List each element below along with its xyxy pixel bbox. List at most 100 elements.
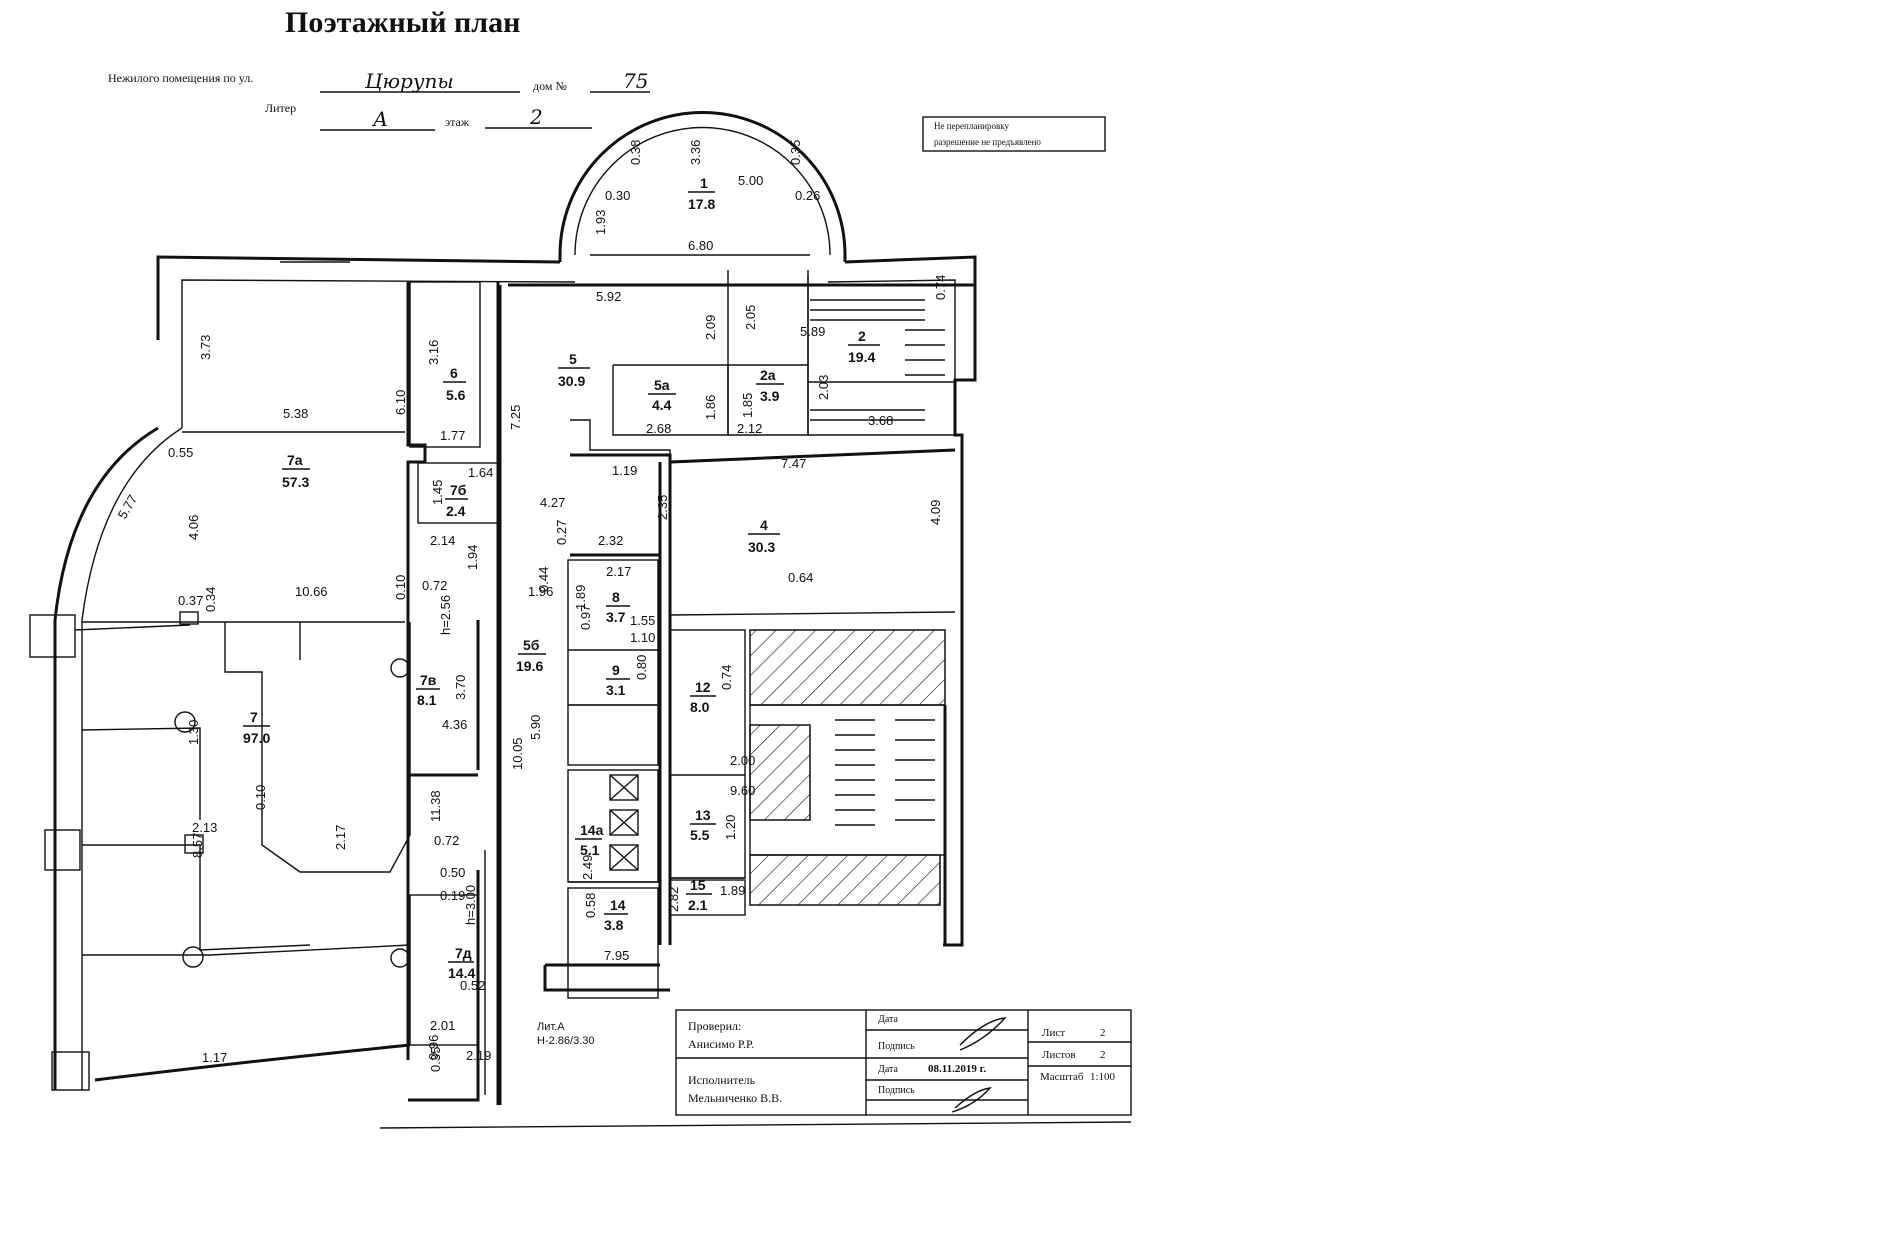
room-12-num: 12 [695, 679, 711, 695]
dimension-label: h=2.56 [438, 595, 453, 635]
stairwell [835, 719, 935, 826]
south-curve-wall [94, 1043, 411, 1082]
street-value: Цюрупы [364, 69, 454, 93]
hatched-block-3 [749, 854, 941, 906]
room-15-num: 15 [690, 877, 706, 893]
room-2a-area: 3.9 [760, 388, 780, 404]
dimension-label: 1.17 [202, 1050, 227, 1065]
dimension-label: 0.72 [434, 833, 459, 848]
dimension-label: 1.93 [593, 210, 608, 235]
liter-value: А [371, 107, 388, 131]
dimension-label: 2.03 [816, 375, 831, 400]
dimension-label: 0.38 [628, 140, 643, 165]
room-5a-num: 5а [654, 377, 670, 393]
room-5b-area: 19.6 [516, 658, 543, 674]
dimension-label: 2.68 [646, 421, 671, 436]
dimension-label: 6.10 [393, 390, 408, 415]
dimension-label: 10.66 [295, 584, 328, 599]
dimension-label: 0.35 [428, 1047, 443, 1072]
room-7-area: 97.0 [243, 730, 270, 746]
dimension-label: 2.05 [743, 305, 758, 330]
room-7b-area: 2.4 [446, 503, 466, 519]
hatched-block-1 [749, 629, 946, 706]
dimension-label: 8.57 [190, 833, 205, 858]
dimension-label: 1.10 [630, 630, 655, 645]
room-2-area: 19.4 [848, 349, 875, 365]
dimension-label: 1.89 [720, 883, 745, 898]
stamp-checked-name: Анисимо Р.Р. [688, 1037, 754, 1051]
room-4-area: 30.3 [748, 539, 775, 555]
dimension-label: 1.89 [573, 585, 588, 610]
dimension-label: 0.55 [168, 445, 193, 460]
note-box [922, 116, 1106, 152]
bay-wall [558, 111, 847, 256]
dimension-label: 4.36 [442, 717, 467, 732]
liter-label: Литер [265, 101, 296, 115]
room-7v-num: 7в [420, 672, 437, 688]
dimension-label: 0.72 [422, 578, 447, 593]
dimension-label: 2.35 [655, 495, 670, 520]
dimension-label: 6.80 [688, 238, 713, 253]
dimension-label: 2.09 [703, 315, 718, 340]
dimension-label: 3.70 [453, 675, 468, 700]
room-14a-area: 5.1 [580, 842, 600, 858]
stamp-scale-label: Масштаб [1040, 1071, 1084, 1083]
house-value: 75 [623, 69, 648, 93]
signature-1 [959, 1017, 1007, 1051]
room-5a-area: 4.4 [652, 397, 672, 413]
dimension-label: 1.45 [430, 480, 445, 505]
room-2-num: 2 [858, 328, 866, 344]
dimension-label: 2.17 [606, 564, 631, 579]
lit-note-line1: Лит.А [537, 1021, 565, 1033]
dimension-label: 0.64 [788, 570, 813, 585]
room-15-area: 2.1 [688, 897, 708, 913]
dimension-label: 0.35 [788, 140, 803, 165]
dimension-label: 0.26 [795, 188, 820, 203]
room-13-area: 5.5 [690, 827, 710, 843]
room-7d-num: 7д [455, 945, 472, 961]
dimension-label: 4.09 [928, 500, 943, 525]
room-4-num: 4 [760, 517, 768, 533]
dimension-label: 5.90 [528, 715, 543, 740]
room-1-area: 17.8 [688, 196, 715, 212]
stair-room-2 [810, 299, 945, 421]
dimension-label: 1.30 [186, 720, 201, 745]
dimension-label: 0.58 [583, 893, 598, 918]
dimension-label: 2.13 [192, 820, 217, 835]
room-14-area: 3.8 [604, 917, 624, 933]
dimension-label: 0.30 [605, 188, 630, 203]
dimension-label: 1.86 [703, 395, 718, 420]
room-labels: 1 17.8 2 19.4 2а 3.9 4 30.3 5 30.9 5а 4.… [243, 175, 880, 981]
room-1-num: 1 [700, 175, 708, 191]
dimension-label: 0.80 [634, 655, 649, 680]
stamp-checked-label: Проверил: [688, 1019, 741, 1033]
dimension-label: 7.25 [508, 405, 523, 430]
dimension-label: 1.94 [465, 545, 480, 570]
dimension-label: 3.36 [688, 140, 703, 165]
dimension-label: 0.34 [203, 587, 218, 612]
room-9-num: 9 [612, 662, 620, 678]
stamp-performer-name: Мельниченко В.В. [688, 1091, 782, 1105]
room-8-area: 3.7 [606, 609, 626, 625]
dimension-label: 0.74 [933, 275, 948, 300]
room-12-area: 8.0 [690, 699, 710, 715]
dimension-label: 5.89 [800, 324, 825, 339]
dimension-label: 0.97 [578, 605, 593, 630]
dimension-label: 9.60 [730, 783, 755, 798]
room-7d-area: 14.4 [448, 965, 475, 981]
address-label: Нежилого помещения по ул. [108, 71, 253, 85]
title-block: Проверил: Анисимо Р.Р. Исполнитель Мельн… [675, 1009, 1132, 1116]
dimension-label: 7.95 [604, 948, 629, 963]
note-line1: Не перепланировку [934, 121, 1009, 131]
dimension-label: 5.92 [596, 289, 621, 304]
dimension-label: 10.05 [510, 737, 525, 770]
room-14-num: 14 [610, 897, 626, 913]
stamp-scale: 1:100 [1090, 1071, 1116, 1083]
stamp-date-value-label: Дата [878, 1064, 898, 1075]
east-wall [844, 255, 977, 947]
room-8-num: 8 [612, 589, 620, 605]
room-7b-num: 7б [450, 482, 467, 498]
dimension-label: 1.55 [630, 613, 655, 628]
